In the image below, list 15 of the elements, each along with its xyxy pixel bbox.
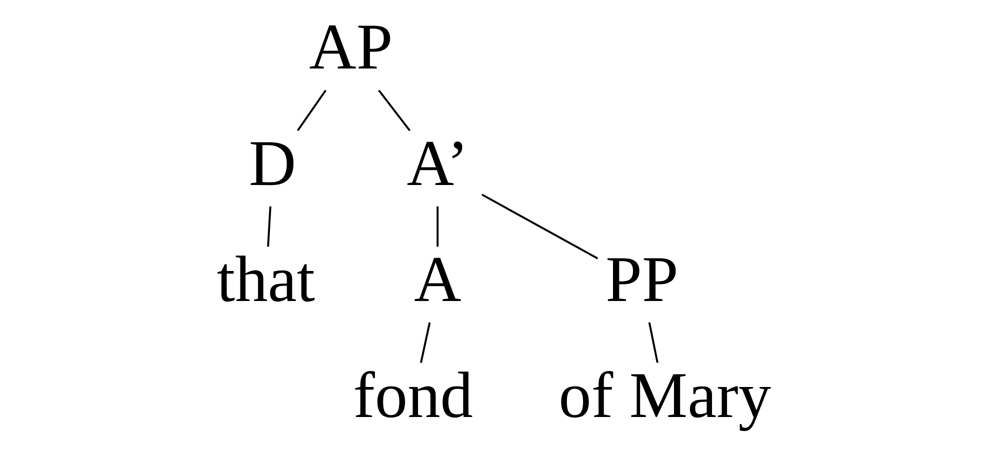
connector [266,206,271,247]
node-text: of Mary [558,360,771,432]
node-text: A’ [406,128,468,200]
node-text: AP [308,12,392,84]
node-text: that [216,244,314,316]
connector [436,206,438,247]
connector [420,322,430,363]
connector [378,90,410,132]
node-text: fond [352,360,472,432]
connector [648,322,658,363]
node-text: PP [605,244,678,316]
connector [296,90,326,132]
node-text: A [413,244,461,316]
connector [480,194,598,260]
node-text: D [248,128,296,200]
